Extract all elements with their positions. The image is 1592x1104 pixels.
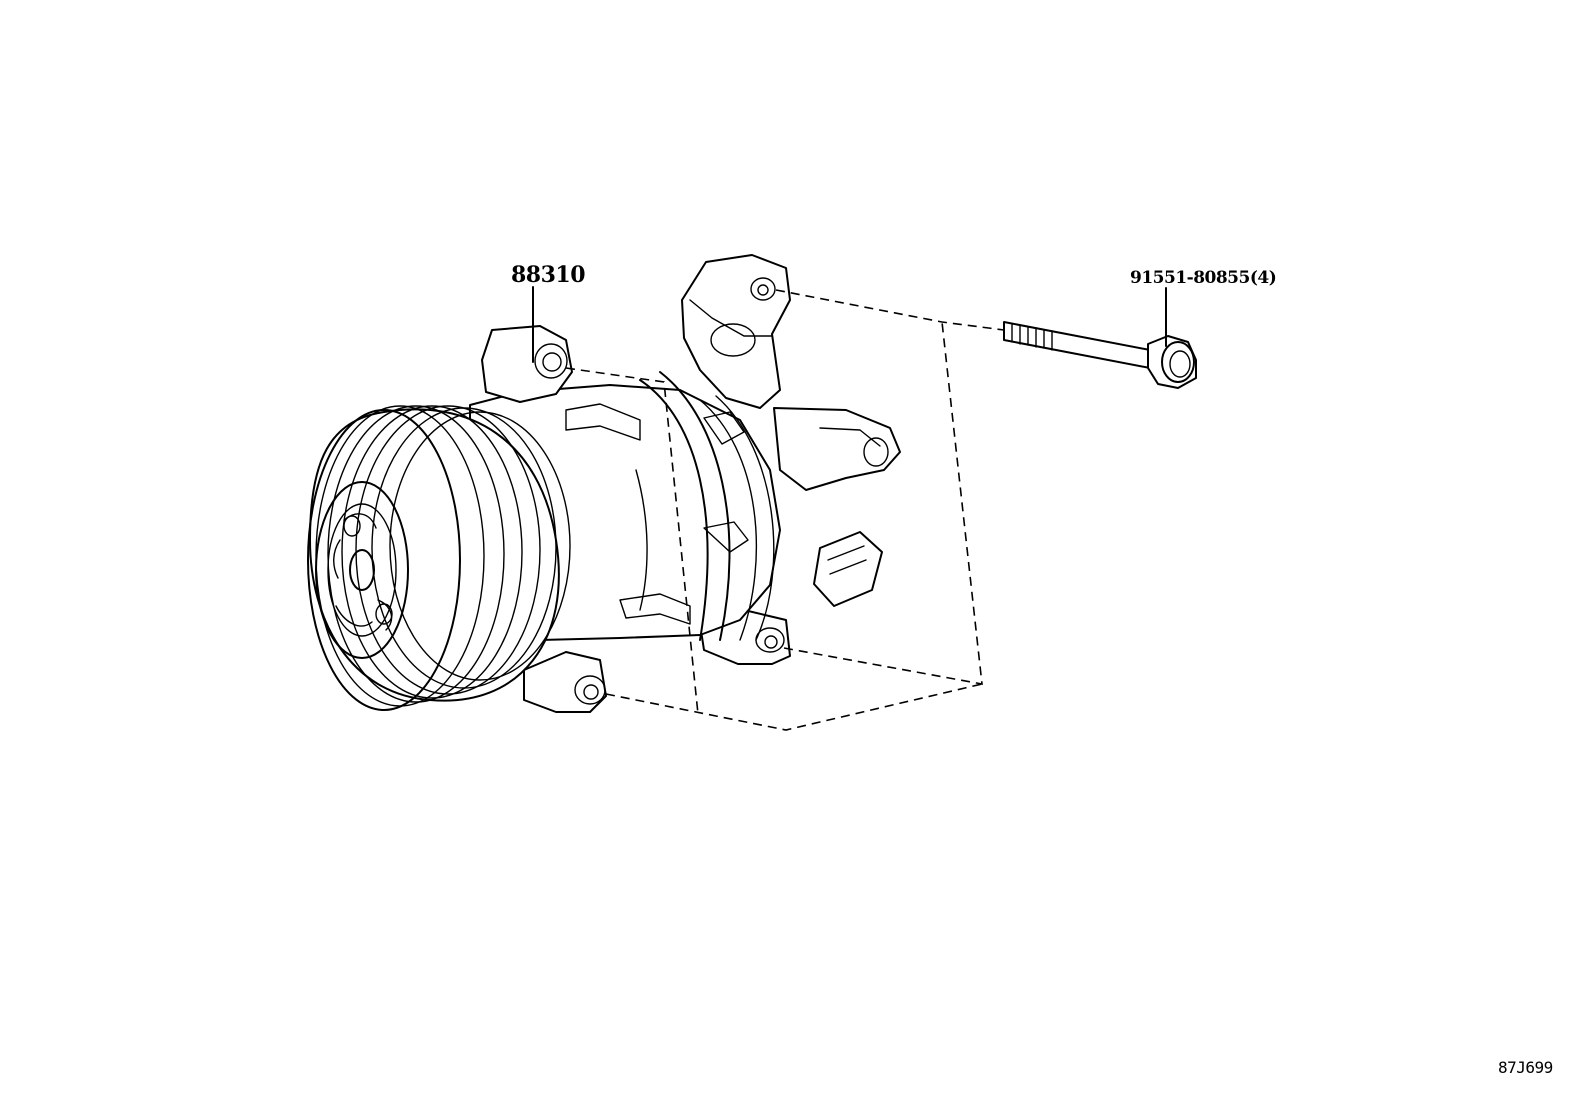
figure-code: 87J699 xyxy=(1498,1058,1553,1077)
mounting-reference-lines xyxy=(565,289,1005,731)
part-label-88310[interactable]: 88310 xyxy=(511,262,586,288)
clutch-pulley xyxy=(307,405,571,711)
upper-left-mount-ear xyxy=(481,325,573,403)
compressor-rear-housing xyxy=(681,254,901,665)
mounting-bolt xyxy=(1003,321,1197,389)
part-label-bolt[interactable]: 91551-80855(4) xyxy=(1130,268,1277,288)
lower-left-mount-ear xyxy=(523,651,607,713)
